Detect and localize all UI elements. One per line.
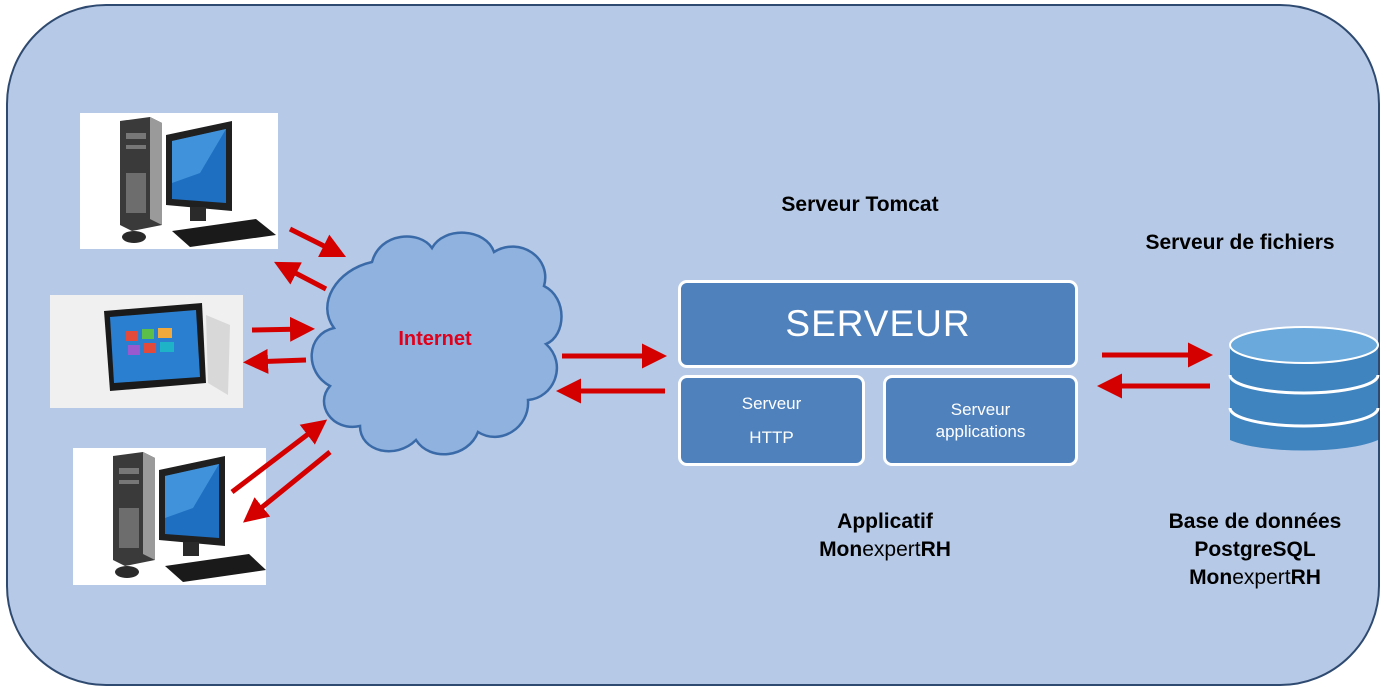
internet-label: Internet	[398, 328, 472, 350]
application-server-box: Serveur applications	[883, 375, 1078, 466]
tablet-icon	[50, 295, 243, 408]
brand-name: MonexpertRH	[1189, 566, 1321, 589]
brand-name: MonexpertRH	[819, 538, 951, 561]
app-line1: Serveur	[950, 399, 1011, 419]
http-server-box: Serveur HTTP	[678, 375, 865, 466]
serveur-box: SERVEUR	[678, 280, 1078, 368]
desktop-computer-icon	[80, 113, 278, 249]
applicatif-title: Applicatif	[837, 510, 933, 533]
database-title: Base de données	[1168, 510, 1342, 533]
cloud-icon	[310, 231, 563, 456]
file-server-label: Serveur de fichiers	[1145, 231, 1335, 254]
tomcat-label: Serveur Tomcat	[781, 193, 939, 216]
database-engine: PostgreSQL	[1194, 538, 1316, 561]
http-line1: Serveur	[741, 393, 802, 413]
arrows-left	[230, 226, 1213, 523]
database-label: Base de données PostgreSQL MonexpertRH	[1130, 508, 1380, 592]
database-cylinder-icon	[1228, 326, 1380, 451]
http-line2: HTTP	[749, 427, 794, 447]
serveur-title: SERVEUR	[785, 303, 971, 344]
app-line2: applications	[935, 421, 1026, 441]
desktop-computer-icon	[73, 448, 266, 585]
applicatif-label: Applicatif MonexpertRH	[735, 508, 1035, 564]
